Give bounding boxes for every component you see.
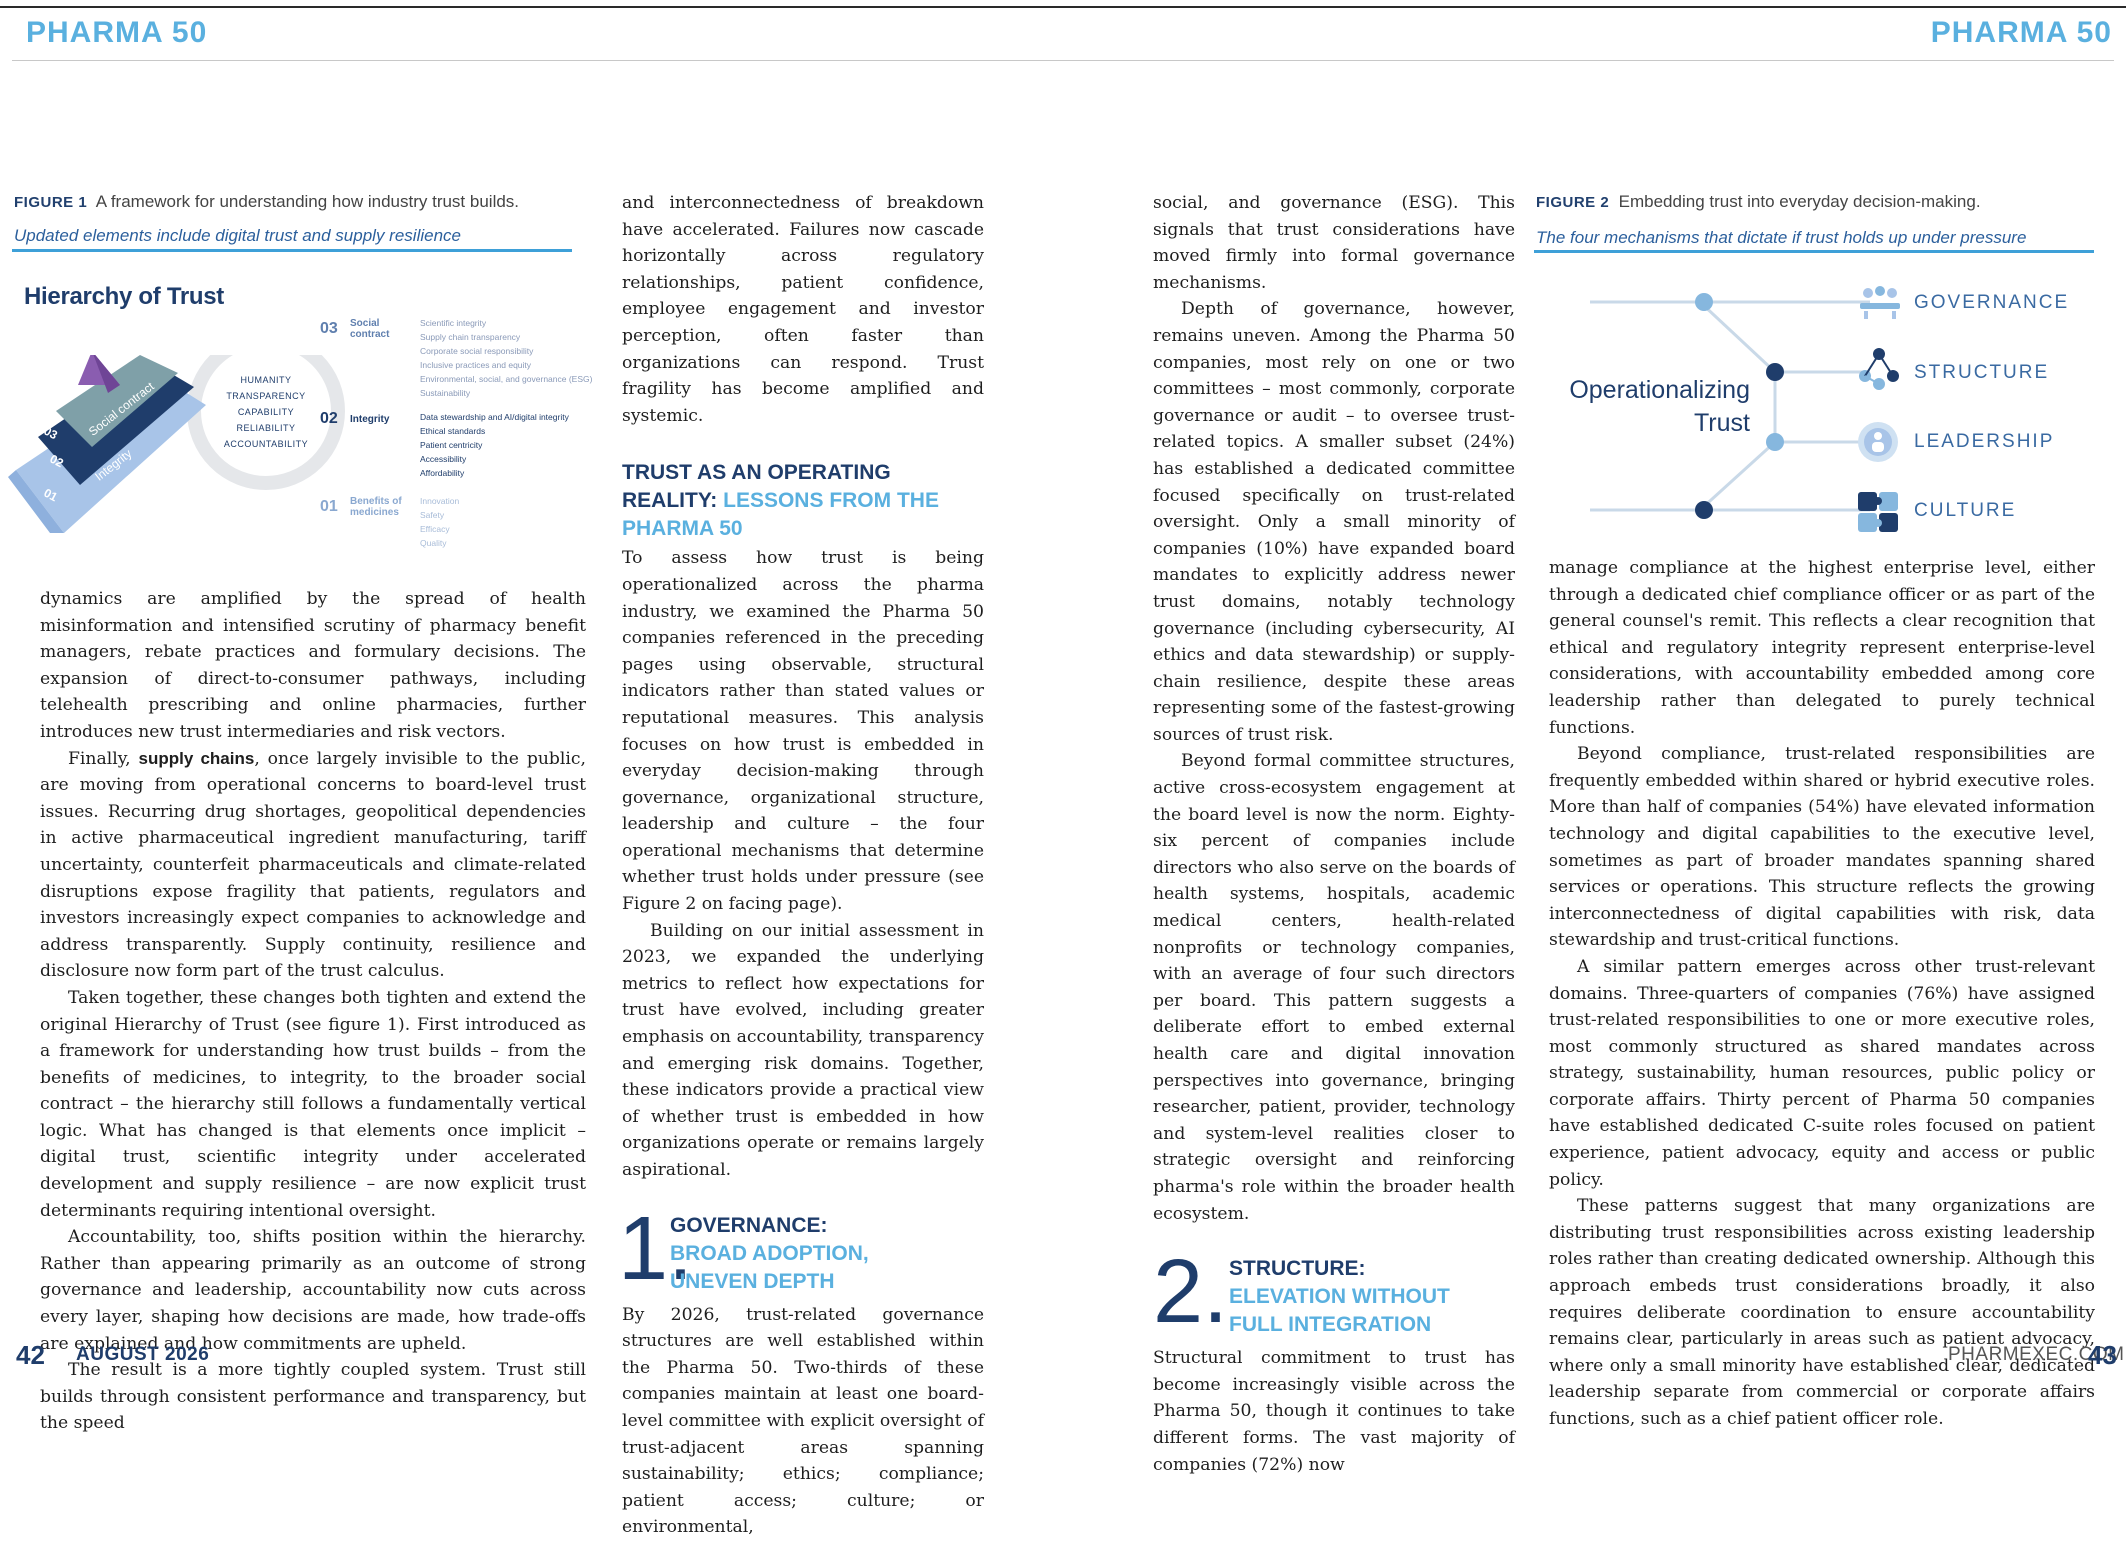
mechanism-structure: STRUCTURE	[1914, 362, 2050, 383]
mechanism-leadership: LEADERSHIP	[1914, 431, 2055, 452]
hierarchy-title: Hierarchy of Trust	[24, 283, 224, 310]
issue-date: AUGUST 2026	[76, 1344, 210, 1365]
figure2-subcaption: The four mechanisms that dictate if trus…	[1536, 228, 2027, 247]
leadership-icon	[1858, 422, 1898, 462]
column-1: dynamics are amplified by the spread of …	[40, 586, 586, 1437]
figure1-caption-text: A framework for understanding how indust…	[95, 192, 520, 211]
figure2-label: FIGURE 2	[1536, 194, 1610, 211]
running-head-right: PHARMA 50	[1930, 16, 2112, 49]
operationalizing-trust-title: Operationalizing Trust	[1569, 376, 1750, 437]
node-governance	[1695, 293, 1713, 311]
mechanism-governance: GOVERNANCE	[1914, 292, 2070, 313]
section-2-heading: 2. STRUCTURE: ELEVATION WITHOUT FULL INT…	[1153, 1242, 1450, 1343]
hierarchy-pyramid	[8, 355, 345, 533]
level-01-name: Benefits of medicines	[350, 496, 402, 518]
col3-paragraph-2: Depth of governance, however, remains un…	[1153, 299, 1515, 745]
col2-paragraph-1: and interconnectedness of breakdown have…	[622, 193, 984, 426]
figure1-label: FIGURE 1	[14, 194, 88, 211]
col4-paragraph-3: A similar pattern emerges across other t…	[1549, 956, 2095, 1190]
col4-paragraph-1: manage compliance at the highest enterpr…	[1549, 558, 2095, 738]
figure2-caption: FIGURE 2 Embedding trust into everyday d…	[1536, 192, 2096, 212]
site-name: PHARMEXEC.COM	[1948, 1344, 2125, 1365]
column-4: manage compliance at the highest enterpr…	[1549, 555, 2095, 1433]
col2-paragraph-2: To assess how trust is being operational…	[622, 548, 984, 915]
page-number-left: 42	[16, 1340, 45, 1370]
column-2: and interconnectedness of breakdown have…	[618, 190, 984, 1541]
level-03-name: Social contract	[350, 318, 390, 340]
col1-paragraph-5: The result is a more tightly coupled sys…	[40, 1360, 586, 1434]
col1-paragraph-3: Taken together, these changes both tight…	[40, 987, 586, 1221]
level-01-num: 01	[320, 498, 338, 515]
trust-values-list: HUMANITY TRANSPARENCY CAPABILITY RELIABI…	[223, 375, 309, 449]
culture-icon	[1858, 492, 1898, 532]
col4-paragraph-2: Beyond compliance, trust-related respons…	[1549, 744, 2095, 951]
figure1-rule	[12, 249, 572, 252]
column-3: social, and governance (ESG). This signa…	[1153, 190, 1515, 1478]
section-heading-operating-reality: TRUST AS AN OPERATING REALITY: LESSONS F…	[622, 461, 939, 541]
col3-paragraph-3: Beyond formal committee structures, acti…	[1153, 751, 1515, 1224]
figure2-caption-text: Embedding trust into everyday decision-m…	[1618, 192, 1981, 211]
section-1-heading: 1. GOVERNANCE: BROAD ADOPTION, UNEVEN DE…	[618, 1198, 869, 1299]
governance-icon	[1860, 286, 1900, 319]
figure1-caption: FIGURE 1 A framework for understanding h…	[14, 192, 574, 212]
level-02-items: Data stewardship and AI/digital integrit…	[420, 412, 569, 478]
structure-icon	[1859, 348, 1899, 390]
operationalizing-connector	[1590, 293, 1870, 519]
node-structure	[1766, 363, 1784, 381]
top-rule	[0, 6, 2126, 8]
level-03-num: 03	[320, 320, 338, 337]
col1-paragraph-4: Accountability, too, shifts position wit…	[40, 1227, 586, 1354]
col3-paragraph-4: Structural commitment to trust has becom…	[1153, 1348, 1515, 1475]
node-leadership	[1766, 433, 1784, 451]
section-2-number: 2.	[1153, 1242, 1229, 1343]
figure1-subcaption: Updated elements include digital trust a…	[14, 226, 461, 245]
running-head-left: PHARMA 50	[26, 16, 208, 49]
figure2-rule	[1534, 250, 2094, 253]
level-01-items: Innovation Safety Efficacy Quality	[420, 496, 460, 548]
col2-paragraph-3: Building on our initial assessment in 20…	[622, 920, 984, 1180]
col2-paragraph-4: By 2026, trust-related governance struct…	[622, 1304, 984, 1538]
node-culture	[1695, 501, 1713, 519]
pyramid-layer-03	[56, 355, 178, 447]
page-number-right: 43	[2088, 1340, 2117, 1370]
level-02-num: 02	[320, 410, 338, 427]
level-03-items: Scientific integrity Supply chain transp…	[420, 318, 593, 398]
section-1-number: 1.	[618, 1198, 694, 1299]
col4-paragraph-4: These patterns suggest that many organiz…	[1549, 1196, 2095, 1429]
col1-paragraph-2: Finally, supply chains, once largely inv…	[40, 748, 586, 982]
header-rule	[12, 60, 2114, 61]
col3-paragraph-1: social, and governance (ESG). This signa…	[1153, 193, 1515, 293]
level-02-name: Integrity	[350, 414, 390, 425]
col1-paragraph-1: dynamics are amplified by the spread of …	[40, 589, 586, 742]
mechanism-culture: CULTURE	[1914, 500, 2017, 521]
